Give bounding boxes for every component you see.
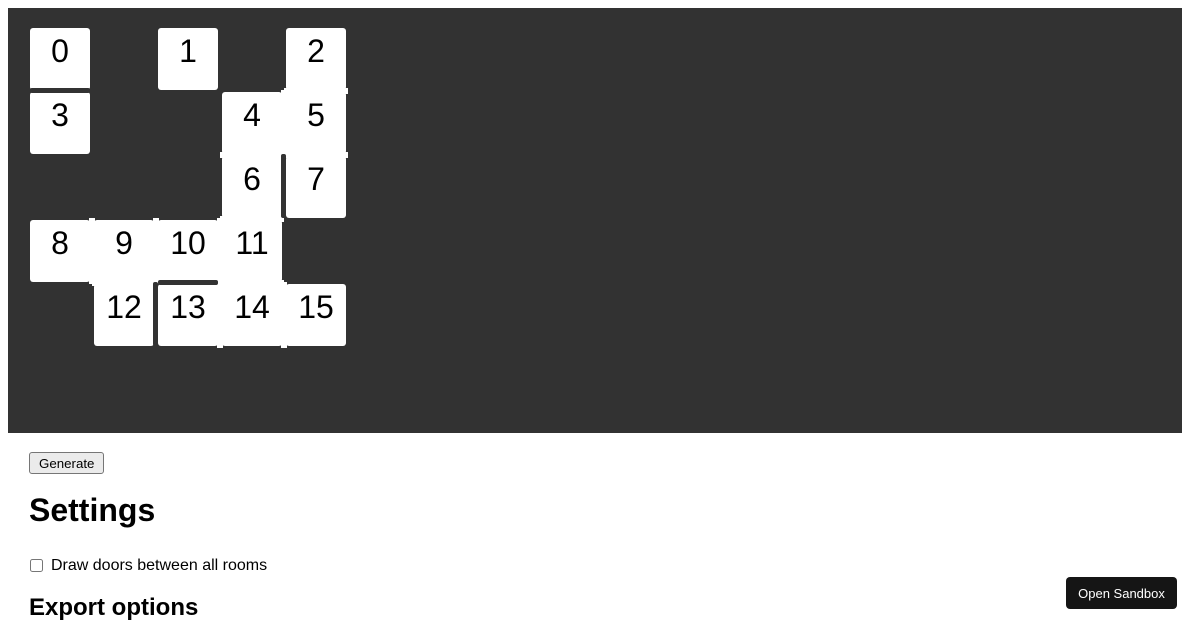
room-1: 1 (158, 28, 218, 90)
door (281, 282, 287, 348)
room-label: 9 (115, 225, 133, 261)
room-label: 8 (51, 225, 69, 261)
room-15: 15 (286, 284, 346, 346)
door (284, 88, 348, 94)
draw-doors-label: Draw doors between all rooms (51, 557, 268, 574)
wall (281, 154, 286, 218)
room-9: 9 (94, 220, 154, 282)
room-13: 13 (158, 284, 218, 346)
room-label: 10 (170, 225, 206, 261)
open-sandbox-button[interactable]: Open Sandbox (1066, 577, 1177, 609)
room-7: 7 (286, 156, 346, 218)
room-label: 1 (179, 33, 197, 69)
room-5: 5 (286, 92, 346, 154)
room-11: 11 (222, 220, 282, 282)
room-label: 3 (51, 97, 69, 133)
room-label: 0 (51, 33, 69, 69)
room-label: 14 (234, 289, 270, 325)
export-options-heading: Export options (29, 594, 199, 621)
door (153, 218, 159, 284)
draw-doors-setting: Draw doors between all rooms (30, 556, 267, 575)
generate-button[interactable]: Generate (29, 452, 105, 474)
settings-heading: Settings (29, 492, 156, 528)
room-8: 8 (30, 220, 90, 282)
room-label: 4 (243, 97, 261, 133)
door (92, 280, 156, 286)
room-4: 4 (222, 92, 282, 154)
wall (30, 88, 90, 93)
door (89, 218, 95, 284)
wall (158, 280, 218, 285)
room-label: 2 (307, 33, 325, 69)
room-label: 13 (170, 289, 206, 325)
wall (153, 282, 158, 346)
door (284, 152, 348, 158)
room-label: 6 (243, 161, 261, 197)
door (220, 216, 284, 222)
room-label: 15 (298, 289, 334, 325)
draw-doors-checkbox[interactable] (30, 559, 43, 572)
room-10: 10 (158, 220, 218, 282)
room-6: 6 (222, 156, 282, 218)
room-0: 0 (30, 28, 90, 90)
room-label: 7 (307, 161, 325, 197)
door (220, 280, 284, 286)
room-12: 12 (94, 284, 154, 346)
door (220, 152, 284, 158)
room-label: 11 (235, 225, 269, 261)
door (281, 90, 287, 156)
door (217, 218, 223, 284)
room-14: 14 (222, 284, 282, 346)
room-2: 2 (286, 28, 346, 90)
room-label: 5 (307, 97, 325, 133)
room-3: 3 (30, 92, 90, 154)
door (217, 282, 223, 348)
room-label: 12 (106, 289, 142, 325)
